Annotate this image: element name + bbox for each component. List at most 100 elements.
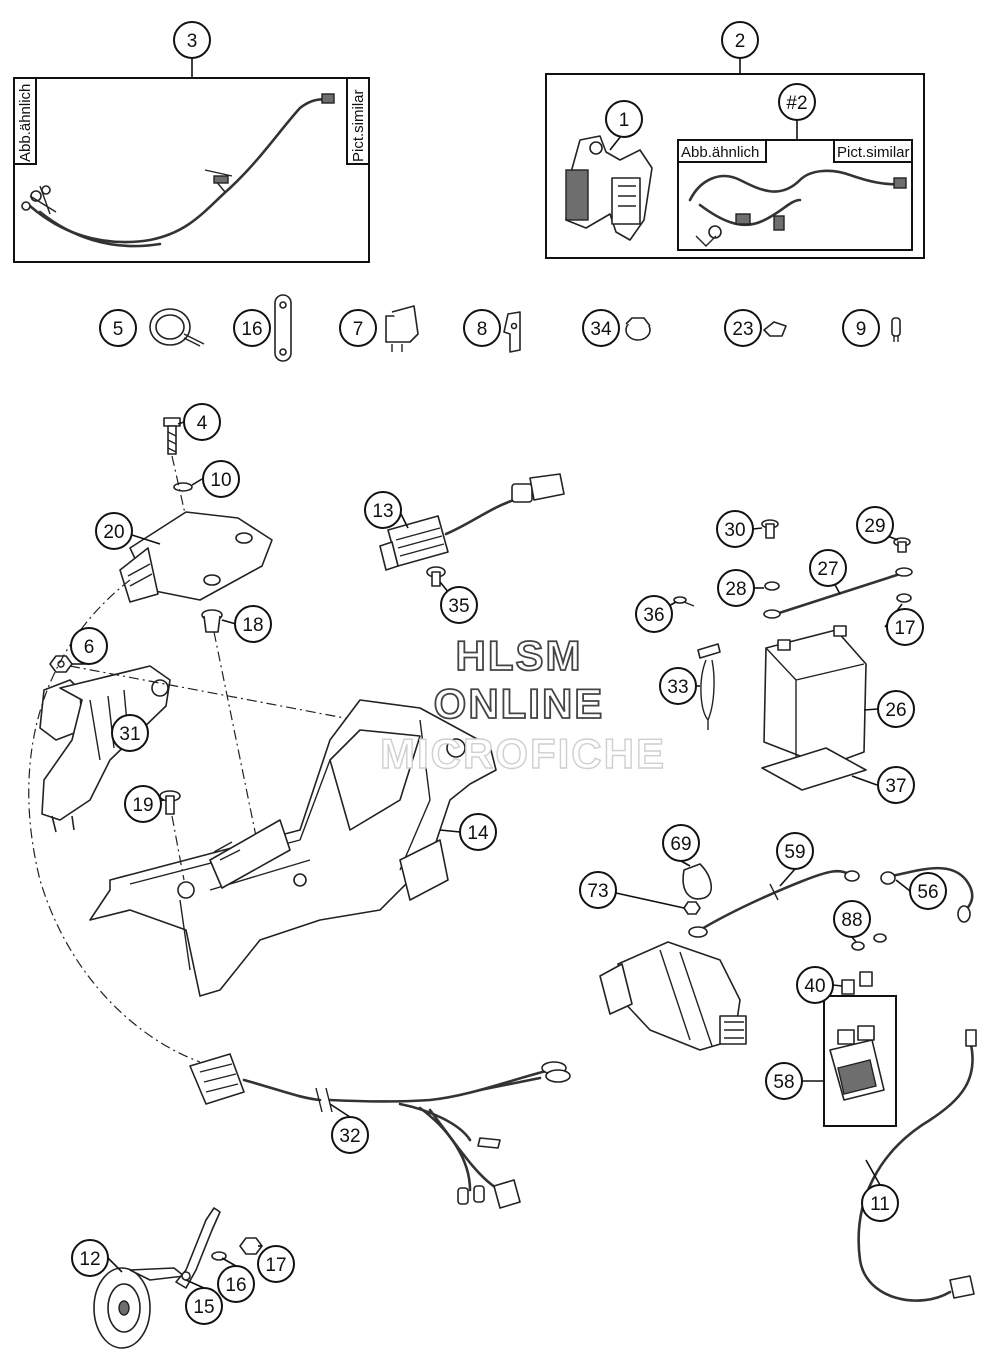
- callout-56: 56: [909, 872, 947, 910]
- screw-19: [159, 790, 181, 815]
- callout-16-top: 16: [233, 309, 271, 347]
- callout-12: 12: [71, 1239, 109, 1277]
- callout-8-label: 8: [477, 319, 488, 340]
- callout-15-label: 15: [193, 1297, 214, 1318]
- screw-36: [673, 596, 695, 607]
- callout-59-label: 59: [784, 842, 805, 863]
- callout-69: 69: [662, 824, 700, 862]
- harness-2-drawing: [688, 169, 907, 247]
- callout-3: 3: [173, 21, 211, 59]
- callout-33: 33: [659, 667, 697, 705]
- nut-17-horn: [239, 1237, 263, 1255]
- washer-28: [764, 581, 780, 591]
- callout-6-label: 6: [84, 637, 95, 658]
- callout-1: 1: [605, 100, 643, 138]
- callout-16-top-label: 16: [241, 319, 262, 340]
- callout-33-label: 33: [667, 677, 688, 698]
- callout-35: 35: [440, 586, 478, 624]
- screw-30: [761, 519, 779, 539]
- screws-88: [851, 933, 887, 951]
- callout-18-label: 18: [242, 615, 263, 636]
- starter-motor: [599, 941, 747, 1051]
- callout-88-label: 88: [841, 910, 862, 931]
- battery-cable-27: [763, 567, 913, 619]
- bracket-31: [39, 665, 171, 833]
- callout-10-label: 10: [210, 470, 231, 491]
- callout-59: 59: [776, 832, 814, 870]
- relay-58: [823, 995, 897, 1127]
- battery-26: [763, 625, 867, 767]
- harness-frame-2: Abb.ähnlich Pict.similar: [545, 58, 925, 259]
- callout-23: 23: [724, 309, 762, 347]
- callout-37: 37: [877, 766, 915, 804]
- callout-58-label: 58: [773, 1072, 794, 1093]
- callout-11-label: 11: [870, 1194, 890, 1215]
- harness-frame-3: Abb.ähnlich Pict.similar: [13, 58, 370, 263]
- bracket-8: [503, 311, 521, 353]
- callout-17-horn: 17: [257, 1245, 295, 1283]
- callout-40-label: 40: [804, 976, 825, 997]
- callout-2-label: 2: [735, 31, 746, 52]
- callout-35-label: 35: [448, 596, 469, 617]
- callout-69-label: 69: [670, 834, 691, 855]
- callout-16-horn: 16: [217, 1265, 255, 1303]
- callout-2: 2: [721, 21, 759, 59]
- callout-32-label: 32: [339, 1126, 360, 1147]
- starter-cable-59: [688, 869, 860, 938]
- callout-34: 34: [582, 309, 620, 347]
- callout-16-horn-label: 16: [225, 1275, 246, 1296]
- watermark: HLSM ONLINE MICROFICHE: [379, 631, 666, 778]
- callout-27: 27: [809, 549, 847, 587]
- callout-7: 7: [339, 309, 377, 347]
- screw-35: [426, 566, 446, 587]
- watermark-line-2: ONLINE: [434, 680, 605, 727]
- callout-6: 6: [70, 627, 108, 665]
- harness-3-drawing: [21, 93, 335, 248]
- callout-14: 14: [459, 813, 497, 851]
- callout-26: 26: [877, 690, 915, 728]
- callout-13: 13: [364, 491, 402, 529]
- cap-34: [625, 317, 651, 341]
- horn-bracket-15: [175, 1207, 221, 1289]
- callout-1-label: 1: [619, 110, 630, 131]
- callout-27-label: 27: [817, 559, 838, 580]
- strap-16: [274, 294, 292, 362]
- callout-28-label: 28: [725, 579, 746, 600]
- callout-5-label: 5: [113, 319, 124, 340]
- callout-34-label: 34: [590, 319, 612, 340]
- washer-10: [173, 482, 193, 492]
- cable-56: [880, 866, 974, 923]
- horn-12: [93, 1267, 185, 1349]
- abb-aehnlich-label-inset: Abb.ähnlich: [681, 144, 759, 161]
- callout-30: 30: [716, 510, 754, 548]
- nut-6: [49, 655, 73, 673]
- callout-31: 31: [111, 714, 149, 752]
- callout-9: 9: [842, 309, 880, 347]
- callout-20-label: 20: [103, 522, 124, 543]
- callout-26-label: 26: [885, 700, 906, 721]
- callout-2-sub-label: #2: [786, 93, 807, 114]
- callout-4-label: 4: [197, 413, 208, 434]
- bulb-9: [891, 317, 901, 342]
- fuses-40: [841, 971, 873, 995]
- callout-5: 5: [99, 309, 137, 347]
- callout-9-label: 9: [856, 319, 867, 340]
- callout-4: 4: [183, 403, 221, 441]
- battery-pad-37: [761, 747, 867, 791]
- callout-73: 73: [579, 871, 617, 909]
- connection-arc: [28, 579, 201, 1063]
- washer-17-battery: [896, 593, 912, 603]
- relay-7: [385, 305, 419, 352]
- callout-14-label: 14: [467, 823, 489, 844]
- callout-30-label: 30: [724, 520, 745, 541]
- callout-7-label: 7: [353, 319, 364, 340]
- callout-3-label: 3: [187, 31, 198, 52]
- grommet-18: [201, 609, 223, 633]
- watermark-line-3: MICROFICHE: [380, 730, 666, 777]
- cable-tie-5: [149, 308, 205, 347]
- callout-23-label: 23: [732, 319, 753, 340]
- cap-69: [682, 863, 712, 900]
- callout-11: 11: [861, 1184, 899, 1222]
- cdi-unit-20: [119, 511, 273, 603]
